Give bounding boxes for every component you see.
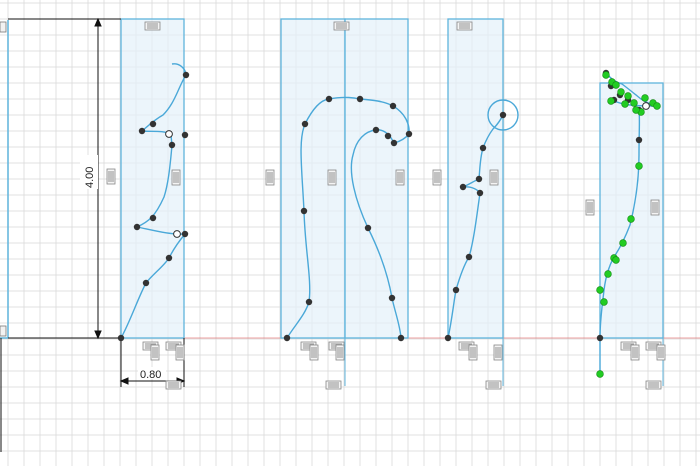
- spline-point[interactable]: [149, 120, 157, 128]
- spline-point[interactable]: [384, 132, 392, 140]
- horizontal-constraint-icon[interactable]: [333, 21, 350, 31]
- sketch-points: [117, 69, 661, 378]
- extension-lines: [183, 338, 664, 386]
- spline-point[interactable]: [138, 127, 146, 135]
- spline-point[interactable]: [397, 334, 405, 342]
- spline-point[interactable]: [181, 230, 189, 238]
- vertical-constraint-icon[interactable]: [175, 344, 185, 361]
- constraint-point[interactable]: [632, 106, 640, 114]
- constraint-point[interactable]: [641, 94, 649, 102]
- constraint-point[interactable]: [627, 215, 635, 223]
- spline-point[interactable]: [405, 130, 413, 138]
- constraint-point[interactable]: [635, 162, 643, 170]
- constraint-point[interactable]: [604, 270, 612, 278]
- vertical-constraint-icon[interactable]: [493, 344, 503, 361]
- spline-point[interactable]: [283, 334, 291, 342]
- constraint-point[interactable]: [596, 370, 604, 378]
- spline-point[interactable]: [390, 139, 398, 147]
- spline-curve-2b[interactable]: [328, 96, 410, 339]
- constraint-icon[interactable]: [0, 325, 7, 337]
- spline-point[interactable]: [479, 144, 487, 152]
- spline-point[interactable]: [465, 253, 473, 261]
- open-point[interactable]: [642, 102, 650, 110]
- vertical-constraint-icon[interactable]: [395, 169, 405, 186]
- spline-point[interactable]: [444, 334, 452, 342]
- constraint-point[interactable]: [630, 99, 638, 107]
- spline-point[interactable]: [475, 175, 483, 183]
- constraint-point[interactable]: [617, 88, 625, 96]
- spline-point[interactable]: [596, 334, 604, 342]
- width-dimension-label[interactable]: 0.80: [140, 369, 161, 381]
- vertical-constraint-icon[interactable]: [309, 344, 319, 361]
- constraint-point[interactable]: [612, 256, 620, 264]
- spline-point[interactable]: [117, 334, 125, 342]
- constraint-point[interactable]: [612, 81, 620, 89]
- horizontal-constraint-icon[interactable]: [144, 21, 161, 31]
- spline-point[interactable]: [476, 189, 484, 197]
- spline-point[interactable]: [372, 126, 380, 134]
- vertical-constraint-icon[interactable]: [630, 344, 640, 361]
- spline-point[interactable]: [301, 120, 309, 128]
- spline-point[interactable]: [181, 131, 189, 139]
- spline-point[interactable]: [305, 298, 313, 306]
- constraint-point[interactable]: [596, 286, 604, 294]
- vertical-constraint-icon[interactable]: [335, 344, 345, 361]
- spline-point[interactable]: [182, 71, 190, 79]
- vertical-constraint-icon[interactable]: [171, 169, 181, 186]
- horizontal-constraint-icon[interactable]: [485, 380, 502, 390]
- open-point[interactable]: [165, 130, 173, 138]
- horizontal-constraint-icon[interactable]: [165, 380, 182, 390]
- constraint-point[interactable]: [621, 100, 629, 108]
- vertical-constraint-icon[interactable]: [489, 169, 499, 186]
- spline-point[interactable]: [165, 254, 173, 262]
- spline-point[interactable]: [389, 102, 397, 110]
- horizontal-constraint-icon[interactable]: [456, 21, 473, 31]
- vertical-constraint-icon[interactable]: [468, 344, 478, 361]
- vertical-constraint-icon[interactable]: [650, 199, 660, 216]
- constraint-point[interactable]: [607, 97, 615, 105]
- open-point[interactable]: [173, 230, 181, 238]
- constraint-point[interactable]: [653, 102, 661, 110]
- spline-point[interactable]: [364, 224, 372, 232]
- spline-point[interactable]: [499, 111, 507, 119]
- vertical-constraint-icon[interactable]: [106, 168, 116, 185]
- spline-point[interactable]: [168, 141, 176, 149]
- spline-point[interactable]: [356, 95, 364, 103]
- spline-point[interactable]: [459, 183, 467, 191]
- constraint-icons: [106, 21, 666, 390]
- vertical-constraint-icon[interactable]: [656, 344, 666, 361]
- spline-point[interactable]: [149, 214, 157, 222]
- spline-point[interactable]: [388, 294, 396, 302]
- vertical-constraint-icon[interactable]: [585, 199, 595, 216]
- spline-point[interactable]: [635, 136, 643, 144]
- spline-point[interactable]: [452, 286, 460, 294]
- spline-point[interactable]: [300, 207, 308, 215]
- spline-point[interactable]: [325, 95, 333, 103]
- spline-point[interactable]: [142, 279, 150, 287]
- constraint-point[interactable]: [619, 239, 627, 247]
- constraint-icon[interactable]: [0, 21, 7, 33]
- vertical-constraint-icon[interactable]: [150, 344, 160, 361]
- horizontal-constraint-icon[interactable]: [325, 380, 342, 390]
- constraint-point[interactable]: [602, 71, 610, 79]
- constraint-point[interactable]: [600, 298, 608, 306]
- vertical-constraint-icon[interactable]: [432, 169, 442, 186]
- vertical-constraint-icon[interactable]: [265, 169, 275, 186]
- vertical-constraint-icon[interactable]: [327, 169, 337, 186]
- constraint-point[interactable]: [624, 92, 632, 100]
- height-dimension-label[interactable]: 4.00: [84, 167, 96, 188]
- horizontal-constraint-icon[interactable]: [645, 380, 662, 390]
- spline-point[interactable]: [133, 223, 141, 231]
- arc-3[interactable]: [487, 99, 519, 131]
